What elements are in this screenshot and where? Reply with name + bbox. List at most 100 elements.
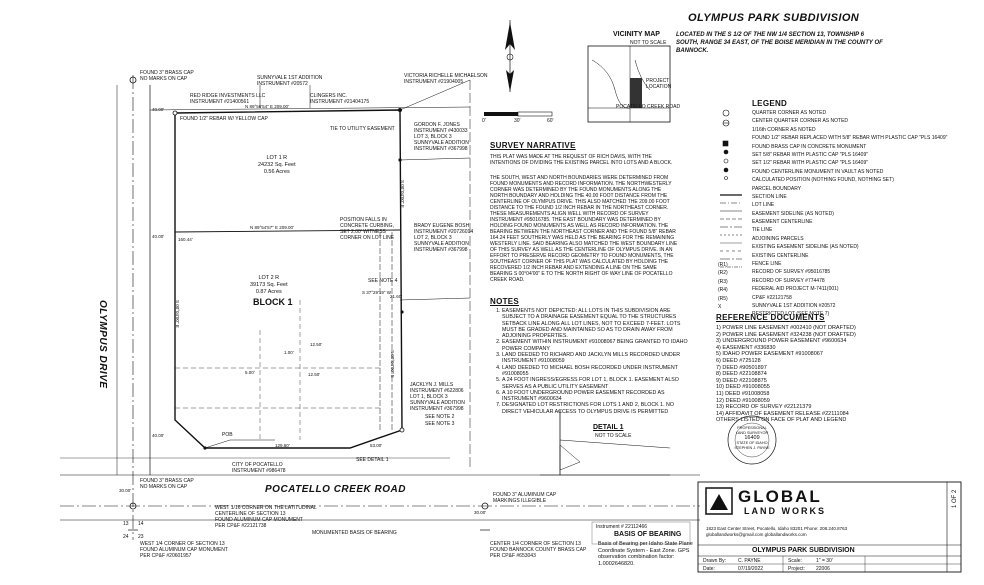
legend-item: FOUND 1/2" REBAR REPLACED WITH 5/8" REBA…	[752, 135, 948, 142]
corner-label: FOUND 3" BRASS CAP NO MARKS ON CAP	[140, 70, 194, 82]
note-item: EASEMENT WITHIN INSTRUMENT #91008067 BEI…	[502, 339, 692, 352]
dim-label: 5.00'	[245, 370, 255, 375]
dim-label: 12.50'	[308, 372, 321, 377]
narrative-p1: THIS PLAT WAS MADE AT THE REQUEST OF RIC…	[490, 154, 673, 166]
lot1-label: LOT 1 R 24232 Sq. Feet 0.56 Acres	[258, 155, 296, 176]
tb-scale-label: Scale:	[788, 558, 802, 564]
see-detail-label: SEE DETAIL 1	[356, 457, 389, 463]
tb-sheet: 1 OF 2	[952, 489, 958, 508]
legend-code: (R3)	[718, 278, 728, 285]
witness-note: POSITION FALLS IN CONCRETE CURBING, SET …	[340, 217, 395, 241]
dim-label: 12.50'	[310, 342, 323, 347]
legend-item: EASEMENT CENTERLINE	[752, 219, 813, 226]
legend-item: SECTION LINE	[752, 193, 787, 200]
lot1-acres: 0.56 Acres	[263, 169, 290, 175]
detail-title: DETAIL 1	[593, 424, 624, 431]
lot2-name: LOT 2 R	[258, 275, 280, 281]
tb-drawn-value: C. PAYNE	[738, 558, 761, 564]
see-note-label: SEE NOTE 2	[425, 414, 455, 420]
notes-list: EASEMENTS NOT DEPICTED: ALL LOTS IN THIS…	[490, 308, 692, 415]
detail-1-drawing	[540, 410, 671, 476]
section-num: 24	[123, 534, 129, 540]
legend-heading: LEGEND	[752, 99, 788, 108]
legend-item: PARCEL BOUNDARY	[752, 185, 802, 192]
olympus-drive-label: OLYMPUS DRIVE	[97, 300, 108, 389]
reference-list: 1) POWER LINE EASEMENT #002410 (NOT DRAF…	[716, 325, 856, 424]
dim-label: 53.00'	[370, 443, 383, 448]
reference-item: 14) AFFIDAVIT OF EASEMENT RELEASE #22111…	[716, 410, 849, 417]
legend-list: QUARTER CORNER AS NOTED CENTER QUARTER C…	[752, 110, 952, 320]
legend-item: CENTER QUARTER CORNER AS NOTED	[752, 118, 849, 125]
dim-label: 30.00'	[119, 488, 132, 493]
reference-item: 10) DEED #91008055	[716, 384, 770, 391]
lot2-label: LOT 2 R 39173 Sq. Feet 0.87 Acres	[250, 275, 288, 296]
vicinity-frame	[587, 45, 671, 123]
vicinity-road-label: POCATELLO CREEK ROAD	[616, 104, 681, 110]
surveyor-seal-text: PROFESSIONAL LAND SURVEYOR 16409 STATE O…	[732, 426, 772, 451]
narrative-heading: SURVEY NARRATIVE	[490, 141, 576, 150]
legend-item: ADJOINING PARCELS	[752, 235, 804, 242]
adjoiner-label: GORDON F. JONES INSTRUMENT #430033 LOT 3…	[414, 122, 469, 152]
reference-item: 4) EASEMENT #336830	[716, 344, 776, 351]
legend-item: QUARTER CORNER AS NOTED	[752, 110, 827, 116]
legend-item: RECORD OF SURVEY #95016785	[752, 269, 831, 276]
corner-label: WEST 1/4 CORNER OF SECTION 13 FOUND ALUM…	[140, 541, 228, 559]
legend-item: FENCE LINE	[752, 261, 782, 268]
legend-item: LOT LINE	[752, 202, 775, 209]
legend-item: EXISTING CENTERLINE	[752, 252, 809, 259]
dim-label: 40.00'	[152, 433, 165, 438]
seal-line: STATE OF IDAHO	[736, 441, 768, 445]
note-item: A 24 FOOT INGRESS/EGRESS FOR LOT 1, BLOC…	[502, 377, 692, 390]
pocatello-creek-road-label: POCATELLO CREEK ROAD	[265, 484, 406, 495]
brand-name: GLOBAL	[738, 487, 822, 506]
note-item: LAND DEEDED TO MICHAEL BOSH RECORDED UND…	[502, 365, 692, 378]
legend-item: RECORD OF SURVEY #774478	[752, 277, 825, 284]
dim-label: 1.00'	[284, 350, 294, 355]
adjoiner-label: SUNNYVALE 1ST ADDITION INSTRUMENT #20572	[257, 75, 323, 87]
section-num: 23	[138, 534, 144, 540]
lot-line	[174, 229, 401, 233]
legend-symbols	[720, 109, 742, 268]
section-num: 13	[123, 521, 129, 527]
scale-tick-60: 60'	[547, 118, 554, 124]
reference-item: 6) DEED #725128	[716, 357, 761, 364]
dim-label: 21.60'	[390, 294, 403, 299]
reference-item: 12) DEED #91008059	[716, 397, 770, 404]
legend-item: TIE LINE	[752, 227, 773, 234]
dim-label: 40.00'	[152, 234, 165, 239]
brand-address: 1823 East Center Street, Pocatello, Idah…	[706, 526, 848, 531]
basis-monument-label: MONUMENTED BASIS OF BEARING	[312, 530, 397, 536]
note-item: EASEMENTS NOT DEPICTED: ALL LOTS IN THIS…	[502, 308, 692, 339]
reference-item: 7) DEED #90501897	[716, 364, 767, 371]
adjoiner-label: JACKLYN J. MILLS INSTRUMENT #622806 LOT …	[410, 382, 465, 412]
tb-scale-value: 1" = 30'	[816, 558, 833, 564]
basis-heading: BASIS OF BEARING	[614, 531, 682, 538]
logo-icon	[705, 487, 733, 515]
seal-line: 16409	[744, 435, 760, 441]
adjoiner-label: BRADY EUGENE BOSH INSTRUMENT #20726014 L…	[414, 223, 474, 253]
subdivision-location: LOCATED IN THE S 1/2 OF THE NW 1/4 SECTI…	[676, 32, 883, 54]
lot1-sqft: 24232 Sq. Feet	[258, 162, 296, 168]
lot1-name: LOT 1 R	[266, 155, 288, 161]
legend-code: (R1)	[718, 262, 728, 268]
legend-item: EASEMENT SIDELINE (AS NOTED)	[752, 210, 834, 217]
corner-label: FOUND 3" ALUMINUM CAP MARKINGS ILLEGIBLE	[493, 492, 557, 504]
legend-item: FOUND CENTERLINE MONUMENT IN VAULT AS NO…	[752, 168, 884, 175]
utility-tie-label: TIE TO UTILITY EASEMENT	[330, 126, 395, 132]
reference-item: 8) DEED #22108874	[716, 371, 767, 378]
block-label: BLOCK 1	[253, 297, 293, 307]
dim-label: N 89°56'54" E 209.00'	[245, 104, 289, 109]
note-item: LAND DEEDED TO RICHARD AND JACKLYN MILLS…	[502, 352, 692, 365]
dim-label: 30.00'	[474, 510, 487, 515]
legend-item: SUNNYVALE 1ST ADDITION #20572	[752, 302, 836, 309]
legend-code: (R5)	[718, 295, 728, 302]
north-adjoiner-line	[149, 106, 471, 111]
reference-item: 11) DEED #91008058	[716, 390, 770, 397]
legend-code: (R2)	[718, 270, 728, 277]
rebar-label: FOUND 1/2" REBAR W/ YELLOW CAP	[180, 116, 268, 122]
vicinity-title: VICINITY MAP	[613, 31, 660, 38]
legend-item: EXISTING EASEMENT SIDELINE (AS NOTED)	[752, 244, 859, 251]
surveyor-seal	[727, 415, 777, 465]
legend-code: X	[718, 303, 722, 310]
lot2-acres: 0.87 Acres	[255, 289, 282, 295]
